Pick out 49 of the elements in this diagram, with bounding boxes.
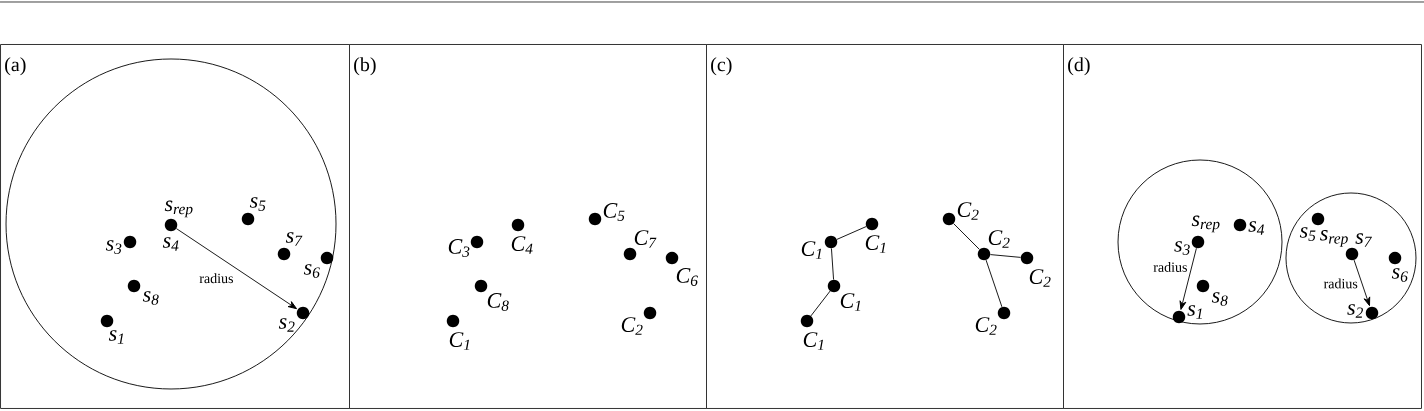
point-label: s$_{rep}$ <box>1191 215 1220 233</box>
connector-line <box>831 247 835 280</box>
point-label: s$_{6}$ <box>303 264 320 278</box>
point-label: s$_{7}$ <box>1355 233 1372 247</box>
connector-line <box>810 290 831 317</box>
point-label: s$_{4}$ <box>162 237 179 251</box>
point-label: C$_{2}$ <box>988 230 1010 248</box>
circle <box>1285 192 1417 324</box>
point-label: C$_{2}$ <box>975 317 997 335</box>
point-label: C$_{1}$ <box>449 332 470 350</box>
edge-label: radius <box>199 273 233 284</box>
point-label: s$_{5}$ <box>1299 227 1316 241</box>
arrow <box>175 228 297 310</box>
circle <box>1117 159 1283 325</box>
arrow <box>1353 259 1371 307</box>
point-label: s$_{rep}$ <box>164 200 193 218</box>
point-label: s$_{2}$ <box>278 318 295 332</box>
point-label: s$_{8}$ <box>1211 292 1228 306</box>
point-label: s$_{rep}$ <box>1320 230 1348 247</box>
point-label: C$_{1}$ <box>840 293 861 311</box>
point-label: s$_{1}$ <box>1187 305 1202 319</box>
point-label: C$_{2}$ <box>621 317 643 335</box>
connector-line <box>985 259 1003 308</box>
point-label: C$_{6}$ <box>676 268 698 286</box>
point-label: s$_{7}$ <box>285 232 303 246</box>
point-label: s$_{6}$ <box>1391 268 1408 282</box>
point-label: s$_{4}$ <box>1248 221 1265 235</box>
point-label: C$_{1}$ <box>803 332 824 350</box>
point-label: s$_{3}$ <box>105 240 122 254</box>
point-label: C$_{2}$ <box>1029 269 1051 287</box>
arrow <box>1179 247 1197 310</box>
point-label: C$_{4}$ <box>511 236 533 254</box>
point-label: C$_{1}$ <box>865 235 886 253</box>
point-label: s$_{2}$ <box>1347 304 1363 318</box>
connector-line <box>953 223 980 250</box>
point-label: C$_{2}$ <box>957 202 979 220</box>
point-label: C$_{5}$ <box>603 203 625 221</box>
point-label: s$_{1}$ <box>108 330 124 344</box>
point-label: s$_{5}$ <box>249 197 266 211</box>
point-label: C$_{7}$ <box>634 230 657 248</box>
connector-line <box>989 254 1022 258</box>
point-label: s$_{3}$ <box>1174 241 1190 255</box>
edge-label: radius <box>1323 278 1358 289</box>
point-label: C$_{1}$ <box>801 241 822 259</box>
edge-label: radius <box>1153 262 1187 272</box>
connector-line <box>836 226 867 240</box>
point-label: s$_{8}$ <box>142 291 159 305</box>
point-label: C$_{3}$ <box>448 239 470 257</box>
point-label: C$_{8}$ <box>487 293 509 311</box>
